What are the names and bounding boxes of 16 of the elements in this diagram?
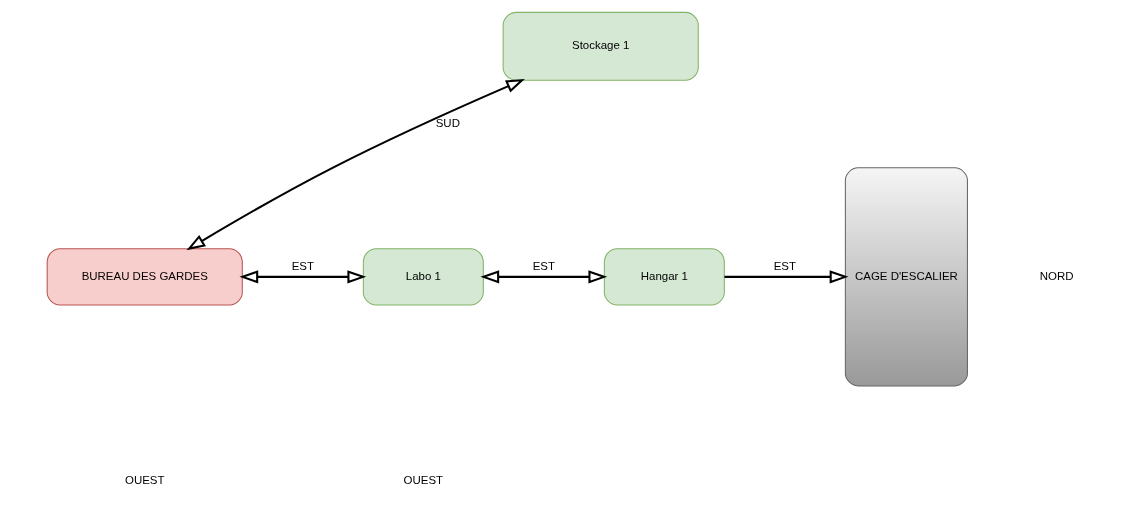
label: NORD <box>1039 269 1074 282</box>
node-box: BUREAU DES GARDES <box>46 248 243 306</box>
edge-label: EST <box>773 260 797 273</box>
node-box: Labo 1 <box>362 248 484 306</box>
node-box: Stockage 1 <box>502 11 699 81</box>
label: OUEST <box>403 473 444 486</box>
edge-label: SUD <box>435 116 460 129</box>
arrow <box>724 270 849 284</box>
arrow <box>186 79 525 251</box>
arrow <box>480 270 608 284</box>
label: OUEST <box>124 473 165 486</box>
node-box: Hangar 1 <box>603 248 725 306</box>
arrow <box>239 270 367 284</box>
edge-label: EST <box>291 260 314 273</box>
edge-label: EST <box>532 260 555 273</box>
node-box: CAGE D'ESCALIER <box>844 167 968 387</box>
